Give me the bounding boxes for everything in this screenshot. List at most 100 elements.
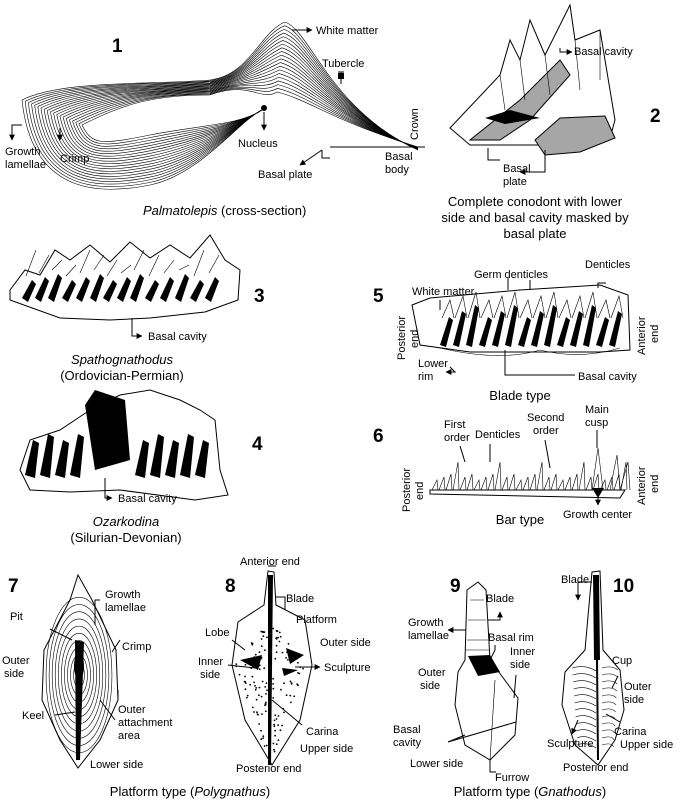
denticle <box>466 305 479 347</box>
denticle <box>180 434 194 478</box>
label-blade-9: Blade <box>486 593 514 605</box>
growth-center-mark <box>592 488 604 498</box>
main-cusp-6 <box>591 447 604 491</box>
caption-panel-4: Ozarkodina <box>93 514 159 529</box>
bar-denticle <box>515 478 523 491</box>
lamella-line <box>75 84 419 148</box>
sculpture-dot <box>274 734 276 737</box>
label-basal-cavity-4: Basal cavity <box>118 493 177 505</box>
sculpture-dot <box>273 719 276 722</box>
denticle <box>609 311 622 347</box>
denticle-outline <box>610 294 624 319</box>
label-outer-side-7-2: side <box>4 668 24 680</box>
label-basal-cavity-9-2: cavity <box>393 737 422 749</box>
denticle <box>440 317 453 347</box>
label-basal-cavity-2: Basal cavity <box>574 46 633 58</box>
sculpture-rib <box>601 694 617 699</box>
label-lower-rim-2: rim <box>418 371 433 383</box>
leader-pit <box>49 628 73 641</box>
basal-plate-fill-2 <box>534 115 616 156</box>
sculpture-rib <box>601 666 619 671</box>
lamella-line <box>28 29 419 185</box>
sculpture-dot <box>272 627 275 630</box>
sculpture-dot <box>235 663 238 665</box>
sculpture-dot <box>289 680 292 683</box>
label-sculpture-10: Sculpture <box>547 738 593 750</box>
bar-denticle <box>487 473 495 491</box>
sculpture-dot <box>293 695 296 698</box>
label-denticles-5: Denticles <box>585 259 631 271</box>
sculpture-dot <box>263 745 266 747</box>
panel-8: 8 Anterior end Blade Platform Outer side… <box>198 556 371 775</box>
label-inner-side-8-2: side <box>200 669 220 681</box>
sculpture-dot <box>279 635 282 638</box>
lamella-line <box>34 36 419 180</box>
bar-outline <box>429 489 626 499</box>
sculpture-dot <box>262 735 265 738</box>
sculpture-dot <box>283 682 285 685</box>
gnathodus-upper-outline <box>561 570 625 766</box>
bar-denticle <box>522 476 530 491</box>
label-growth-lamellae-7-2: lamellae <box>105 602 146 614</box>
bar-denticle <box>536 461 544 491</box>
basal-rim-dark <box>468 655 500 676</box>
caption-panel-3: Spathognathodus <box>71 352 173 367</box>
denticles <box>431 447 631 491</box>
denticle-outline <box>571 294 585 319</box>
leader-furrow <box>489 760 496 773</box>
label-second-order: Second <box>527 412 564 424</box>
gnathodus-lower-outline <box>454 581 519 761</box>
lamella-line <box>56 62 419 162</box>
bar-denticle <box>550 473 558 491</box>
denticle <box>505 305 518 347</box>
sculpture-dot <box>260 738 263 741</box>
panel-number-10: 10 <box>613 576 634 597</box>
sculpture-dot <box>265 744 268 747</box>
leader-outer-attachment <box>99 699 116 721</box>
caption-panel-3-sub: (Ordovician-Permian) <box>60 368 184 383</box>
lamella-line <box>78 87 419 148</box>
label-growth-lamellae: Growth <box>5 146 40 158</box>
sculpture-dot <box>251 675 254 678</box>
label-lower-rim: Lower <box>418 358 448 370</box>
label-posterior-end-8: Posterior end <box>236 763 301 775</box>
sculpture-dot <box>261 713 263 715</box>
panel-2: 2 Basal cavity Basal plate Complete cono… <box>441 3 661 241</box>
sculpture-dot <box>257 713 259 716</box>
label-outer-attachment-3: area <box>118 730 141 742</box>
sculpture-dot <box>285 656 287 659</box>
sculpture-dot <box>260 645 263 647</box>
sculpture-rib <box>573 687 597 693</box>
sculpture-rib <box>574 701 597 707</box>
label-pit: Pit <box>10 611 23 623</box>
denticle-outline <box>519 299 533 319</box>
denticle-outline <box>38 254 50 274</box>
denticle <box>492 311 505 347</box>
carina-8 <box>268 575 273 765</box>
sculpture-dot <box>255 698 258 701</box>
sculpture-dot <box>254 688 257 691</box>
label-outer-side-10: Outer <box>624 681 652 693</box>
denticle-outline <box>467 291 481 319</box>
label-furrow: Furrow <box>495 772 529 784</box>
panel-number-4: 4 <box>252 434 263 455</box>
label-anterior-end-5: Anterior <box>636 316 648 355</box>
bar-denticle <box>571 473 579 491</box>
sculpture-rib <box>601 722 616 727</box>
denticle-outline <box>584 291 598 319</box>
panel-7: 7 Pit Growth lamellae Outer side Crimp K… <box>2 573 172 771</box>
sculpture-dot <box>264 704 266 707</box>
leader-lobe <box>231 639 246 651</box>
sculpture-dot <box>297 672 299 674</box>
lamella-line <box>21 21 419 190</box>
sculpture-dot <box>272 687 275 690</box>
sculpture-dot <box>272 742 275 745</box>
sculpture-dot <box>244 680 247 683</box>
sculpture-rib <box>576 729 597 735</box>
ozarkodina-outline <box>19 389 229 501</box>
denticle-outline <box>163 259 175 274</box>
sculpture-dot <box>285 694 288 697</box>
label-anterior-end-6: Anterior <box>636 466 648 505</box>
denticle <box>583 305 596 347</box>
lamella-line <box>53 58 419 164</box>
